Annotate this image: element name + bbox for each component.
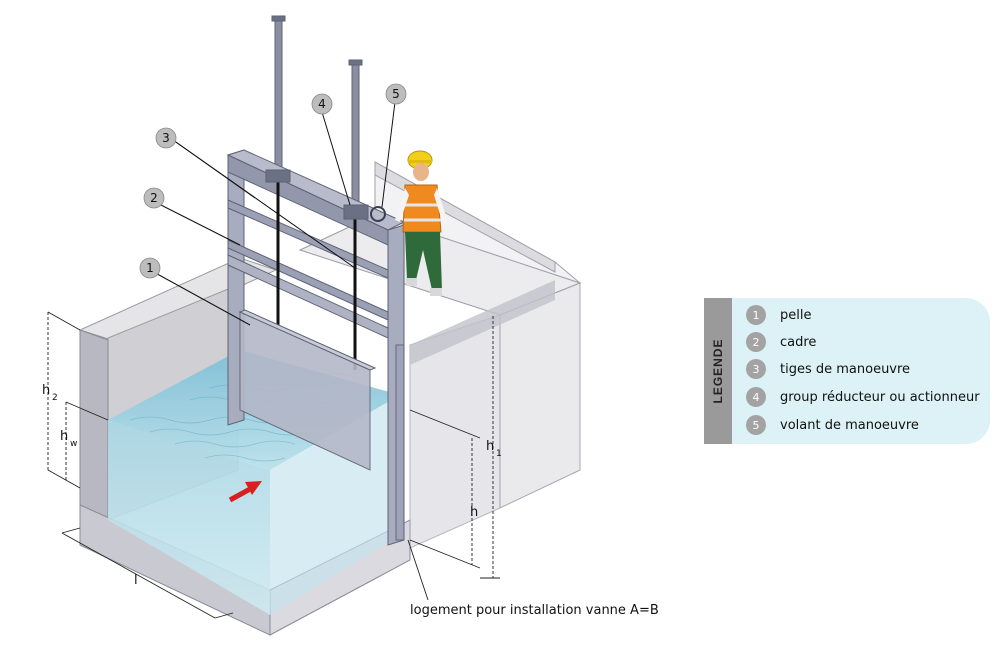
callout-leaders bbox=[149, 101, 396, 326]
legend-label: cadre bbox=[780, 334, 817, 350]
legend-number: 4 bbox=[746, 387, 766, 407]
svg-text:2: 2 bbox=[52, 393, 58, 403]
legend-panel: LEGENDE 1 pelle 2 cadre 3 tiges de manoe… bbox=[704, 298, 990, 444]
legend-item-tiges: 3 tiges de manoeuvre bbox=[746, 358, 910, 380]
svg-text:h: h bbox=[486, 439, 494, 454]
legend-title: LEGENDE bbox=[711, 338, 725, 404]
callout-5-number: 5 bbox=[392, 87, 400, 101]
worker-figure bbox=[395, 150, 448, 296]
legend-item-group: 4 group réducteur ou actionneur bbox=[746, 386, 980, 408]
callout-3: 3 bbox=[155, 127, 177, 149]
callout-1: 1 bbox=[139, 257, 161, 279]
legend-label: volant de manoeuvre bbox=[780, 417, 919, 433]
callout-5: 5 bbox=[385, 83, 407, 105]
callout-4: 4 bbox=[311, 93, 333, 115]
legend-tab: LEGENDE bbox=[704, 298, 732, 444]
svg-text:l: l bbox=[134, 573, 138, 588]
legend-label: pelle bbox=[780, 307, 812, 323]
dimension-lines bbox=[47, 311, 500, 619]
dimension-h2: h 2 bbox=[42, 383, 58, 403]
legend-number: 3 bbox=[746, 359, 766, 379]
callout-3-number: 3 bbox=[162, 131, 170, 145]
callout-1-number: 1 bbox=[146, 261, 154, 275]
legend-number: 1 bbox=[746, 305, 766, 325]
dimension-h1: h 1 bbox=[486, 439, 502, 459]
legend-item-volant: 5 volant de manoeuvre bbox=[746, 414, 919, 436]
callout-4-number: 4 bbox=[318, 97, 326, 111]
legend-body: 1 pelle 2 cadre 3 tiges de manoeuvre 4 g… bbox=[732, 298, 990, 444]
legend-item-pelle: 1 pelle bbox=[746, 304, 811, 326]
callout-2: 2 bbox=[143, 187, 165, 209]
legend-number: 2 bbox=[746, 332, 766, 352]
installation-annotation: logement pour installation vanne A=B bbox=[410, 603, 659, 618]
dimension-l: l bbox=[134, 573, 138, 588]
callout-2-number: 2 bbox=[150, 191, 158, 205]
penstock-gate bbox=[226, 15, 406, 546]
legend-label: group réducteur ou actionneur bbox=[780, 389, 980, 405]
legend-item-cadre: 2 cadre bbox=[746, 331, 816, 353]
flow-arrow bbox=[228, 481, 262, 503]
svg-text:w: w bbox=[70, 439, 77, 449]
svg-text:1: 1 bbox=[496, 449, 502, 459]
legend-number: 5 bbox=[746, 415, 766, 435]
dimension-h: h bbox=[470, 505, 478, 520]
svg-text:h: h bbox=[60, 429, 68, 444]
svg-text:h: h bbox=[42, 383, 50, 398]
legend-label: tiges de manoeuvre bbox=[780, 361, 911, 377]
dimension-hw: h w bbox=[60, 429, 77, 449]
svg-text:h: h bbox=[470, 505, 478, 520]
